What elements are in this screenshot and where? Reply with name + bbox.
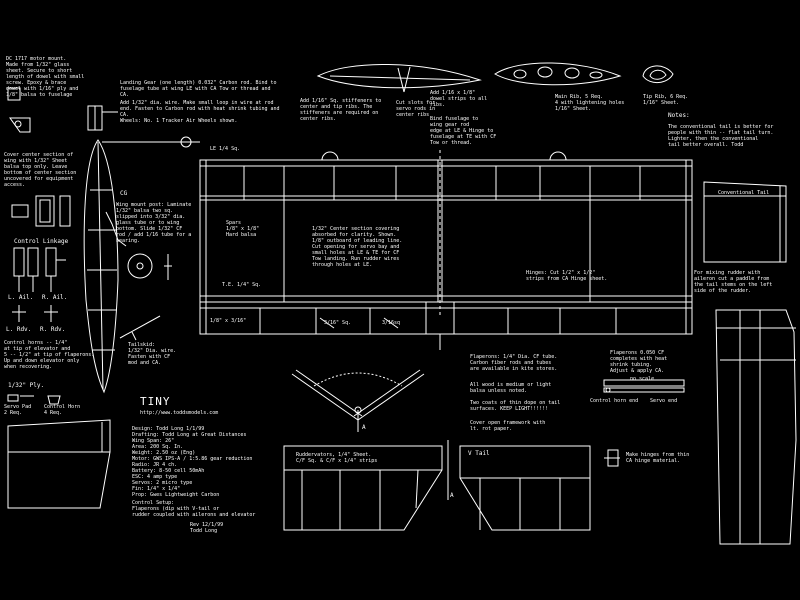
- servo-mount-detail: [11, 195, 71, 227]
- leading-edge-label: LE 1/4 Sq.: [210, 146, 241, 152]
- servo-pad-label: Servo Pad 2 Req.: [4, 404, 32, 416]
- servo-end-label: Servo end: [650, 398, 678, 404]
- wing-mount-note: Wing mount post: Laminate 1/32" balsa tw…: [116, 202, 192, 244]
- control-horns-note: Control horns -- 1/4" at tip of elevator…: [4, 340, 95, 370]
- conventional-tail-label: Conventional Tail: [718, 190, 770, 196]
- wood-note: All wood is medium or light balsa unless…: [470, 382, 552, 394]
- section-a-label: A: [362, 424, 366, 431]
- spar-size-b: 3/16" Sq.: [324, 320, 352, 326]
- vertical-fin-left: [7, 419, 111, 509]
- wing-plan: [199, 150, 693, 350]
- notes-body: The conventional tail is better for peop…: [668, 124, 774, 148]
- wheels-note: Wheels: No. 1 Tracker Air Wheels shown.: [120, 118, 238, 124]
- specs-block: Design: Todd Long 1/1/99 Drafting: Todd …: [132, 426, 253, 498]
- spar-size-c: 3/16sq: [382, 320, 401, 326]
- bind-fuselage-note: Bind fuselage to wing gear rod edge at L…: [430, 116, 497, 146]
- small-parts: [7, 394, 61, 405]
- hinge-material-note: Make hinges from thin CA hinge material.: [626, 452, 690, 464]
- v-tail-right: [447, 440, 591, 531]
- right-rudder-label: R. Rdv.: [40, 326, 66, 333]
- tip-rib-note: Tip Rib, 6 Req. 1/16" Sheet.: [643, 94, 689, 106]
- ply-label: 1/32" Ply.: [8, 382, 45, 389]
- tailskid-note: Tailskid: 1/32" Dia. wire. Fasten with C…: [128, 342, 177, 366]
- landing-gear-detail: [87, 105, 200, 148]
- control-linkage-diagram: [12, 247, 66, 322]
- fuselage-side-view: [83, 139, 119, 394]
- airfoil-tip-rib: [642, 65, 674, 83]
- conventional-tail: [703, 181, 787, 263]
- main-rib-note: Main Rib, 5 Req. 4 with lightening holes…: [555, 94, 625, 112]
- hinge-note: Hinges: Cut 1/2" x 1/2" strips from CA H…: [526, 270, 608, 282]
- control-horn-end-label: Control horn end: [590, 398, 639, 404]
- motor-mount-note: DC 1717 motor mount. Made from 1/32" gla…: [6, 56, 85, 98]
- add-dowel-note: Add 1/16 x 1/8" dowel strips to all ribs…: [430, 90, 488, 108]
- keep-light-note: Two coats of thin dope on tail surfaces.…: [470, 400, 561, 412]
- section-a-label-2: A: [450, 492, 454, 499]
- flaperon-spar-note: Flaperons: 1/4" Dia. CF tube. Carbon fib…: [470, 354, 558, 372]
- center-sheet-note: 1/32" Center section covering absorbed f…: [312, 226, 403, 268]
- airfoil-lightened-rib: [494, 62, 622, 86]
- hinge-strip-parts: [604, 449, 620, 467]
- rudder-right: [715, 309, 797, 545]
- cover-center-note: Cover center section of wing with 1/32" …: [4, 152, 77, 188]
- control-linkage-title: Control Linkage: [14, 238, 69, 245]
- flaperons-ply-note: Flaperons 0.050 CF completes with heat s…: [610, 350, 668, 374]
- left-aileron-label: L. Ail.: [8, 294, 34, 301]
- wheel-detail: [127, 253, 172, 280]
- control-horn-label: Control Horn 4 Req.: [44, 404, 81, 416]
- cover-note: Cover open framework with lt. rot paper.: [470, 420, 546, 432]
- control-setup-note: Control Setup: Flaperons (dip with V-tai…: [132, 500, 256, 518]
- cut-slots-note: Cut slots for servo rods in center ribs: [396, 100, 436, 118]
- v-tail-label: V Tail: [468, 450, 490, 457]
- notes-heading: Notes:: [668, 112, 690, 119]
- mixing-note: For mixing rudder with aileron cut a pad…: [694, 270, 773, 294]
- plan-title: TINY: [140, 395, 171, 408]
- no-scale-label: no scale: [630, 376, 655, 382]
- revision-note: Rev 12/1/99 Todd Long: [190, 522, 224, 534]
- stiffener-note: Add 1/16" Sq. stiffeners to center and t…: [300, 98, 382, 122]
- landing-gear-note: Landing Gear (one length) 0.032" Carbon …: [120, 80, 277, 98]
- wing-mount-post: [105, 211, 127, 247]
- spars-note: Spars 1/8" x 1/8" Hard balsa: [226, 220, 260, 238]
- right-aileron-label: R. Ail.: [42, 294, 68, 301]
- tailskid-detail: [119, 315, 161, 341]
- cg-label: CG: [120, 190, 128, 197]
- dihedral-gauge: [291, 369, 425, 432]
- left-rudder-label: L. Rdv.: [6, 326, 32, 333]
- airfoil-main-rib: [316, 64, 482, 93]
- trailing-edge-label: T.E. 1/4" Sq.: [222, 282, 262, 288]
- ruddervators-note: Ruddervators, 1/4" Sheet. C/F Sq. & C/F …: [296, 452, 378, 464]
- ruddervator-left: [283, 445, 443, 531]
- motor-mount-detail: [7, 87, 31, 133]
- spar-size-a: 1/8" x 3/16": [210, 318, 247, 324]
- wire-note: Add 1/32" dia. wire. Make small loop in …: [120, 100, 280, 118]
- horn-servo-ends: [603, 379, 685, 393]
- website-url: http://www.toddsmodels.com: [140, 410, 219, 416]
